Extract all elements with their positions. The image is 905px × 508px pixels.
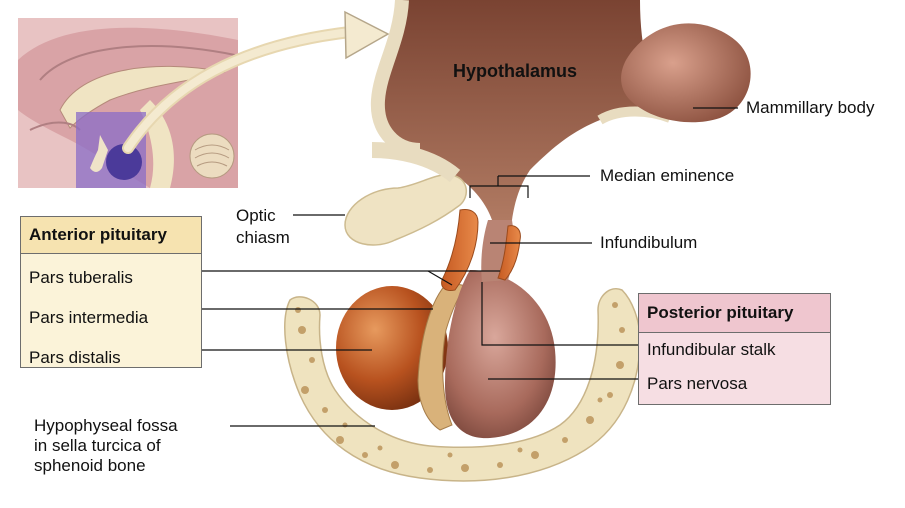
infundibular-stalk-label: Infundibular stalk — [639, 333, 830, 367]
posterior-pituitary-box: Posterior pituitary Infundibular stalk P… — [638, 293, 831, 405]
pars-distalis-label: Pars distalis — [21, 338, 201, 378]
fossa-label-line1: Hypophyseal fossa — [34, 416, 178, 436]
anterior-pituitary-title: Anterior pituitary — [21, 217, 201, 254]
pars-nervosa-label: Pars nervosa — [639, 367, 830, 401]
infundibulum-label: Infundibulum — [600, 233, 697, 253]
mammillary-body-label: Mammillary body — [746, 98, 874, 118]
optic-chiasm-shape — [345, 175, 466, 245]
brain-inset — [18, 18, 238, 188]
hypothalamus-label: Hypothalamus — [453, 61, 577, 81]
fossa-label-line2: in sella turcica of — [34, 436, 161, 456]
posterior-pituitary-title: Posterior pituitary — [639, 294, 830, 333]
pars-tuberalis-label: Pars tuberalis — [21, 258, 201, 298]
pars-nervosa-shape — [445, 270, 556, 438]
pars-intermedia-label: Pars intermedia — [21, 298, 201, 338]
median-eminence-label: Median eminence — [600, 166, 734, 186]
fossa-label-line3: sphenoid bone — [34, 456, 146, 476]
anterior-pituitary-box: Anterior pituitary Pars tuberalis Pars i… — [20, 216, 202, 368]
optic-chiasm-label-line1: Optic — [236, 206, 276, 226]
arrow-head — [345, 12, 388, 58]
optic-chiasm-label-line2: chiasm — [236, 228, 290, 248]
